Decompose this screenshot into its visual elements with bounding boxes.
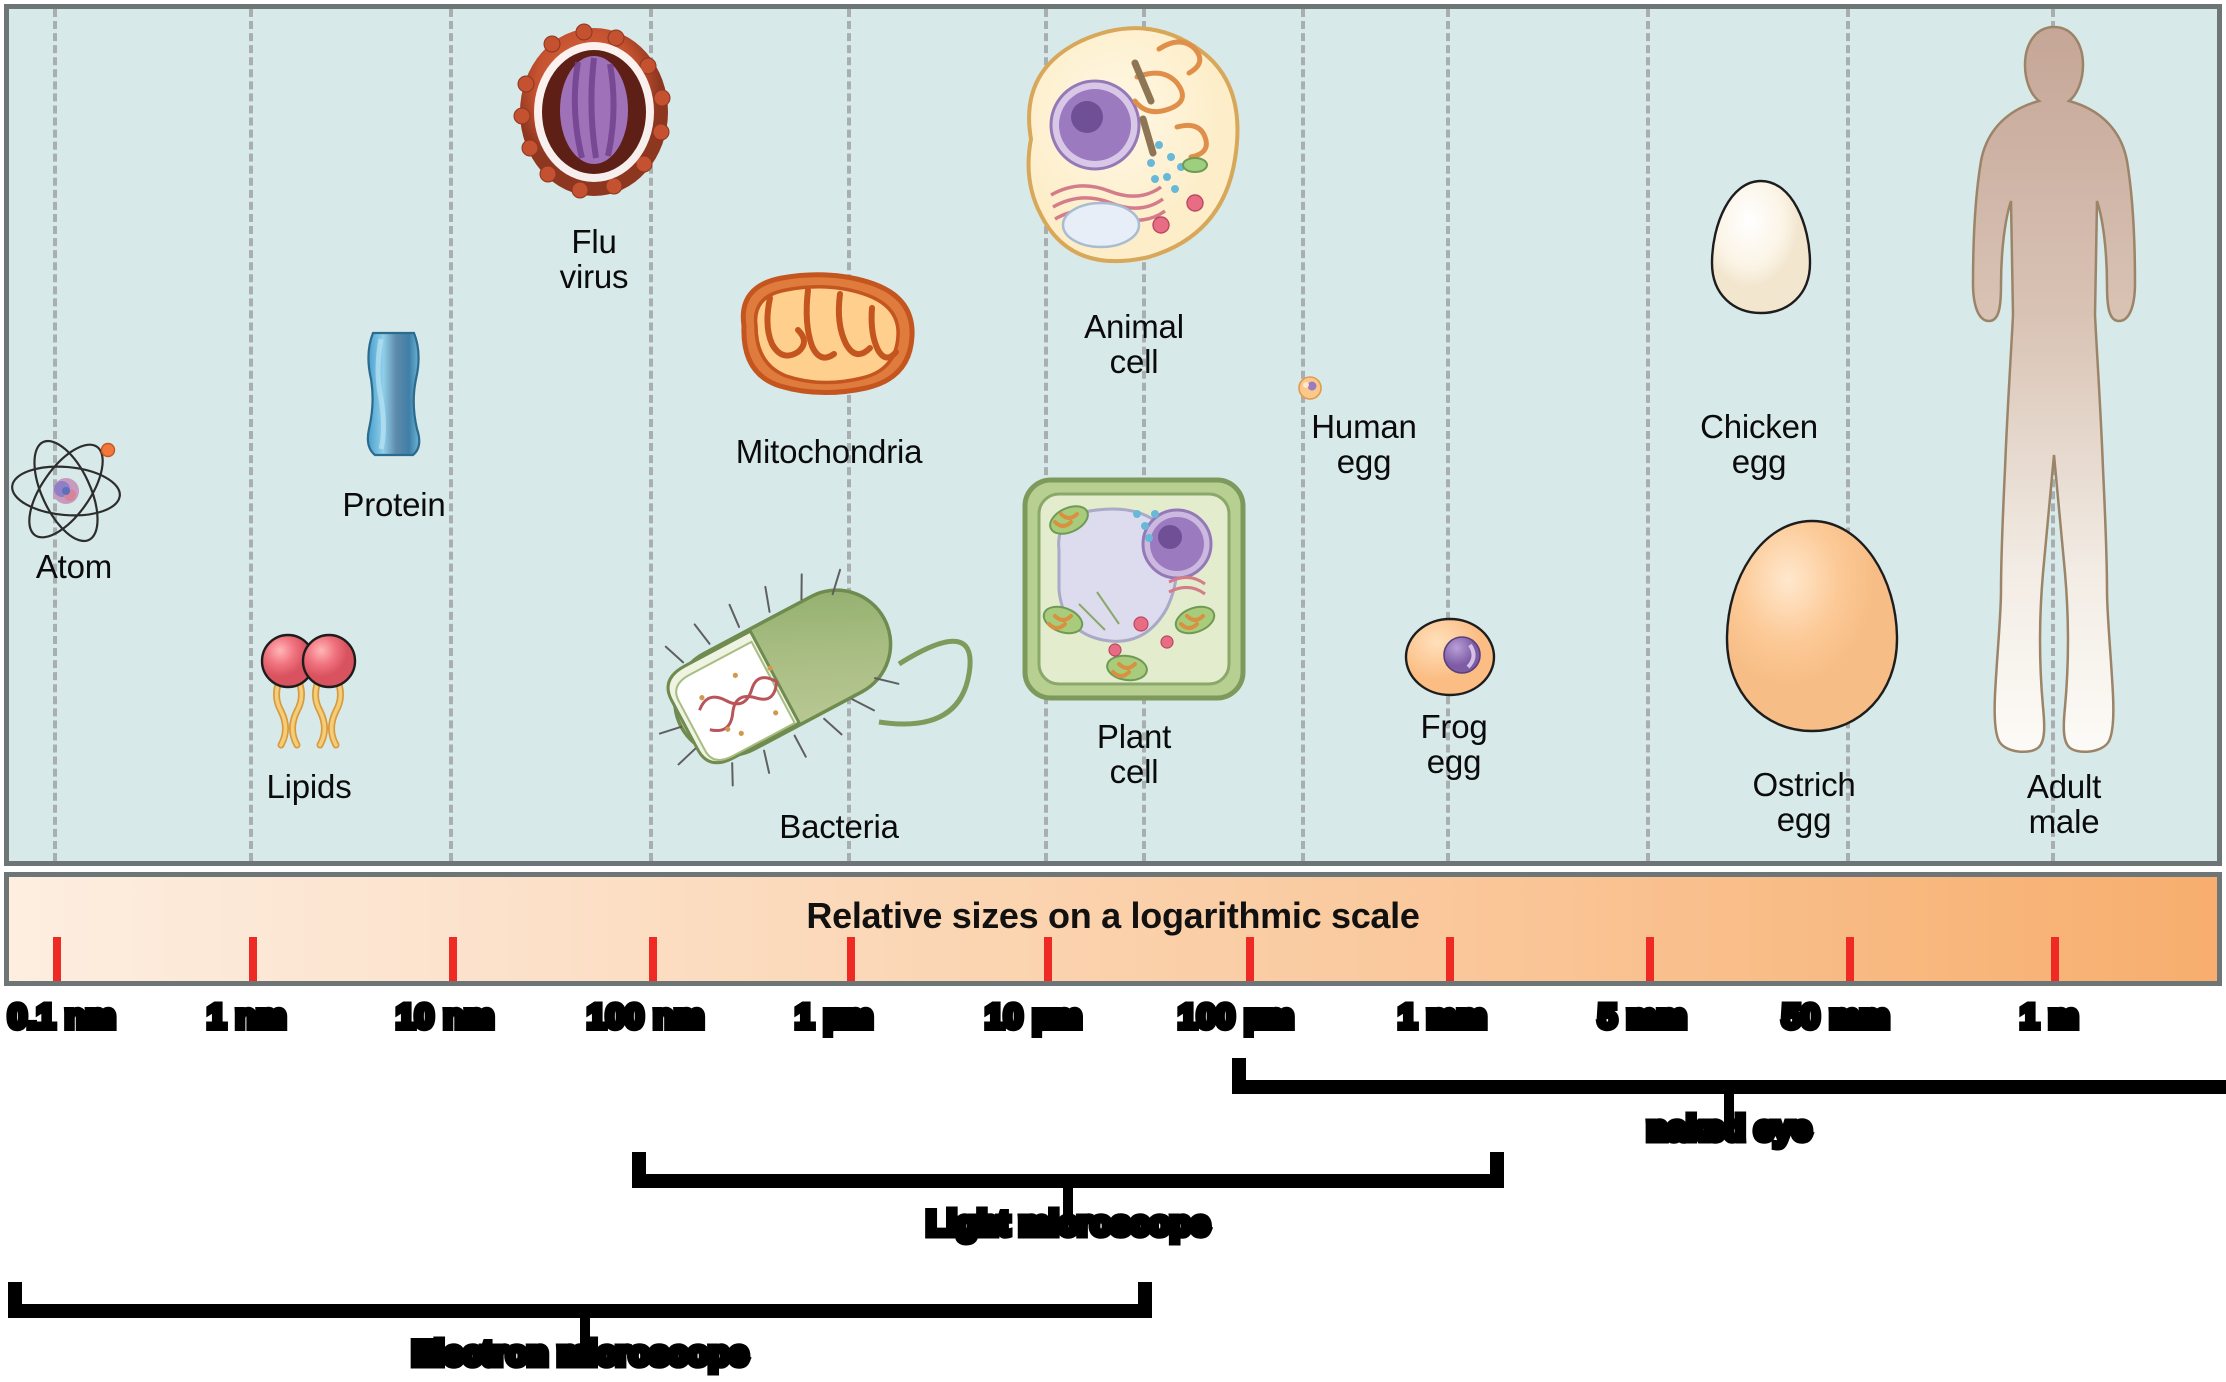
lipids-illustration [254,629,364,764]
axis-tick [2051,937,2059,981]
chicken-egg-illustration [1706,177,1816,317]
gridline [1646,9,1650,861]
gridline [1044,9,1048,861]
axis-tick [847,937,855,981]
flu-virus-illustration [504,23,684,199]
axis-tick-label: 100 nm [584,995,707,1039]
axis-tick [649,937,657,981]
gridline [53,9,57,861]
label-flu-virus: Flu virus [559,223,629,296]
gridline [249,9,253,861]
axis-tick [1246,937,1254,981]
mitochondria-illustration [724,264,924,404]
bracket-stem [1063,1188,1073,1222]
label-bacteria: Bacteria [779,808,899,845]
axis-tick [1846,937,1854,981]
bracket-label-electron-microscope: Electron microscope [408,1332,751,1377]
axis-tick-label: 1 nm [204,995,289,1039]
label-mitochondria: Mitochondria [735,433,923,470]
gridline [847,9,851,861]
ostrich-egg-illustration [1723,517,1901,735]
scale-bar: Relative sizes on a logarithmic scale [4,872,2222,986]
bracket-naked-eye [1232,1058,2226,1128]
bracket-label-light-microscope: Light microscope [923,1202,1213,1247]
human-egg-illustration [1297,375,1323,401]
label-animal-cell: Animal cell [1084,308,1184,381]
axis-tick-label: 5 mm [1595,995,1690,1039]
organisms-panel: Atom Protein [4,4,2222,866]
label-protein: Protein [342,486,446,523]
axis-tick-label: 1 µm [792,995,876,1039]
label-human-egg: Human egg [1311,408,1417,481]
gridline [649,9,653,861]
bacteria-illustration [649,554,1009,787]
axis-tick [53,937,61,981]
bracket-bar [8,1304,1152,1318]
axis-tick-label: 1 m [2017,995,2082,1039]
scale-bar-title: Relative sizes on a logarithmic scale [806,895,1420,936]
gridline [449,9,453,861]
bracket-label-naked-eye: naked eye [1643,1107,1814,1152]
label-adult-male: Adult male [2026,768,2102,841]
axis-tick-label: 10 nm [393,995,497,1039]
bracket-light-microscope [632,1152,1504,1222]
axis-tick [1044,937,1052,981]
axis-tick [449,937,457,981]
animal-cell-illustration [1009,19,1249,269]
axis-tick [249,937,257,981]
axis-tick-label: 1 mm [1395,995,1490,1039]
bracket-stem [1724,1094,1734,1128]
label-lipids: Lipids [266,768,352,805]
frog-egg-illustration [1404,617,1496,697]
axis-tick-label: 100 µm [1175,995,1297,1039]
axis-tick-label: 50 mm [1779,995,1893,1039]
gridline [1142,9,1146,861]
gridline [1446,9,1450,861]
bracket-electron-microscope [8,1282,1152,1352]
bracket-bar [1232,1080,2226,1094]
axis-tick [1446,937,1454,981]
axis-tick-label: 10 µm [982,995,1085,1039]
protein-illustration [359,329,429,459]
gridline [1301,9,1305,861]
label-ostrich-egg: Ostrich egg [1752,766,1856,839]
gridline [1846,9,1850,861]
label-atom: Atom [35,548,113,585]
label-chicken-egg: Chicken egg [1700,408,1818,481]
label-frog-egg: Frog egg [1420,708,1488,781]
adult-male-illustration [1939,15,2169,763]
atom-illustration [4,429,129,554]
plant-cell-illustration [1019,474,1249,704]
label-plant-cell: Plant cell [1096,718,1172,791]
bracket-stem [580,1318,590,1352]
axis-tick [1646,937,1654,981]
bracket-bar [632,1174,1504,1188]
axis-tick-label: 0.1 nm [5,995,119,1039]
